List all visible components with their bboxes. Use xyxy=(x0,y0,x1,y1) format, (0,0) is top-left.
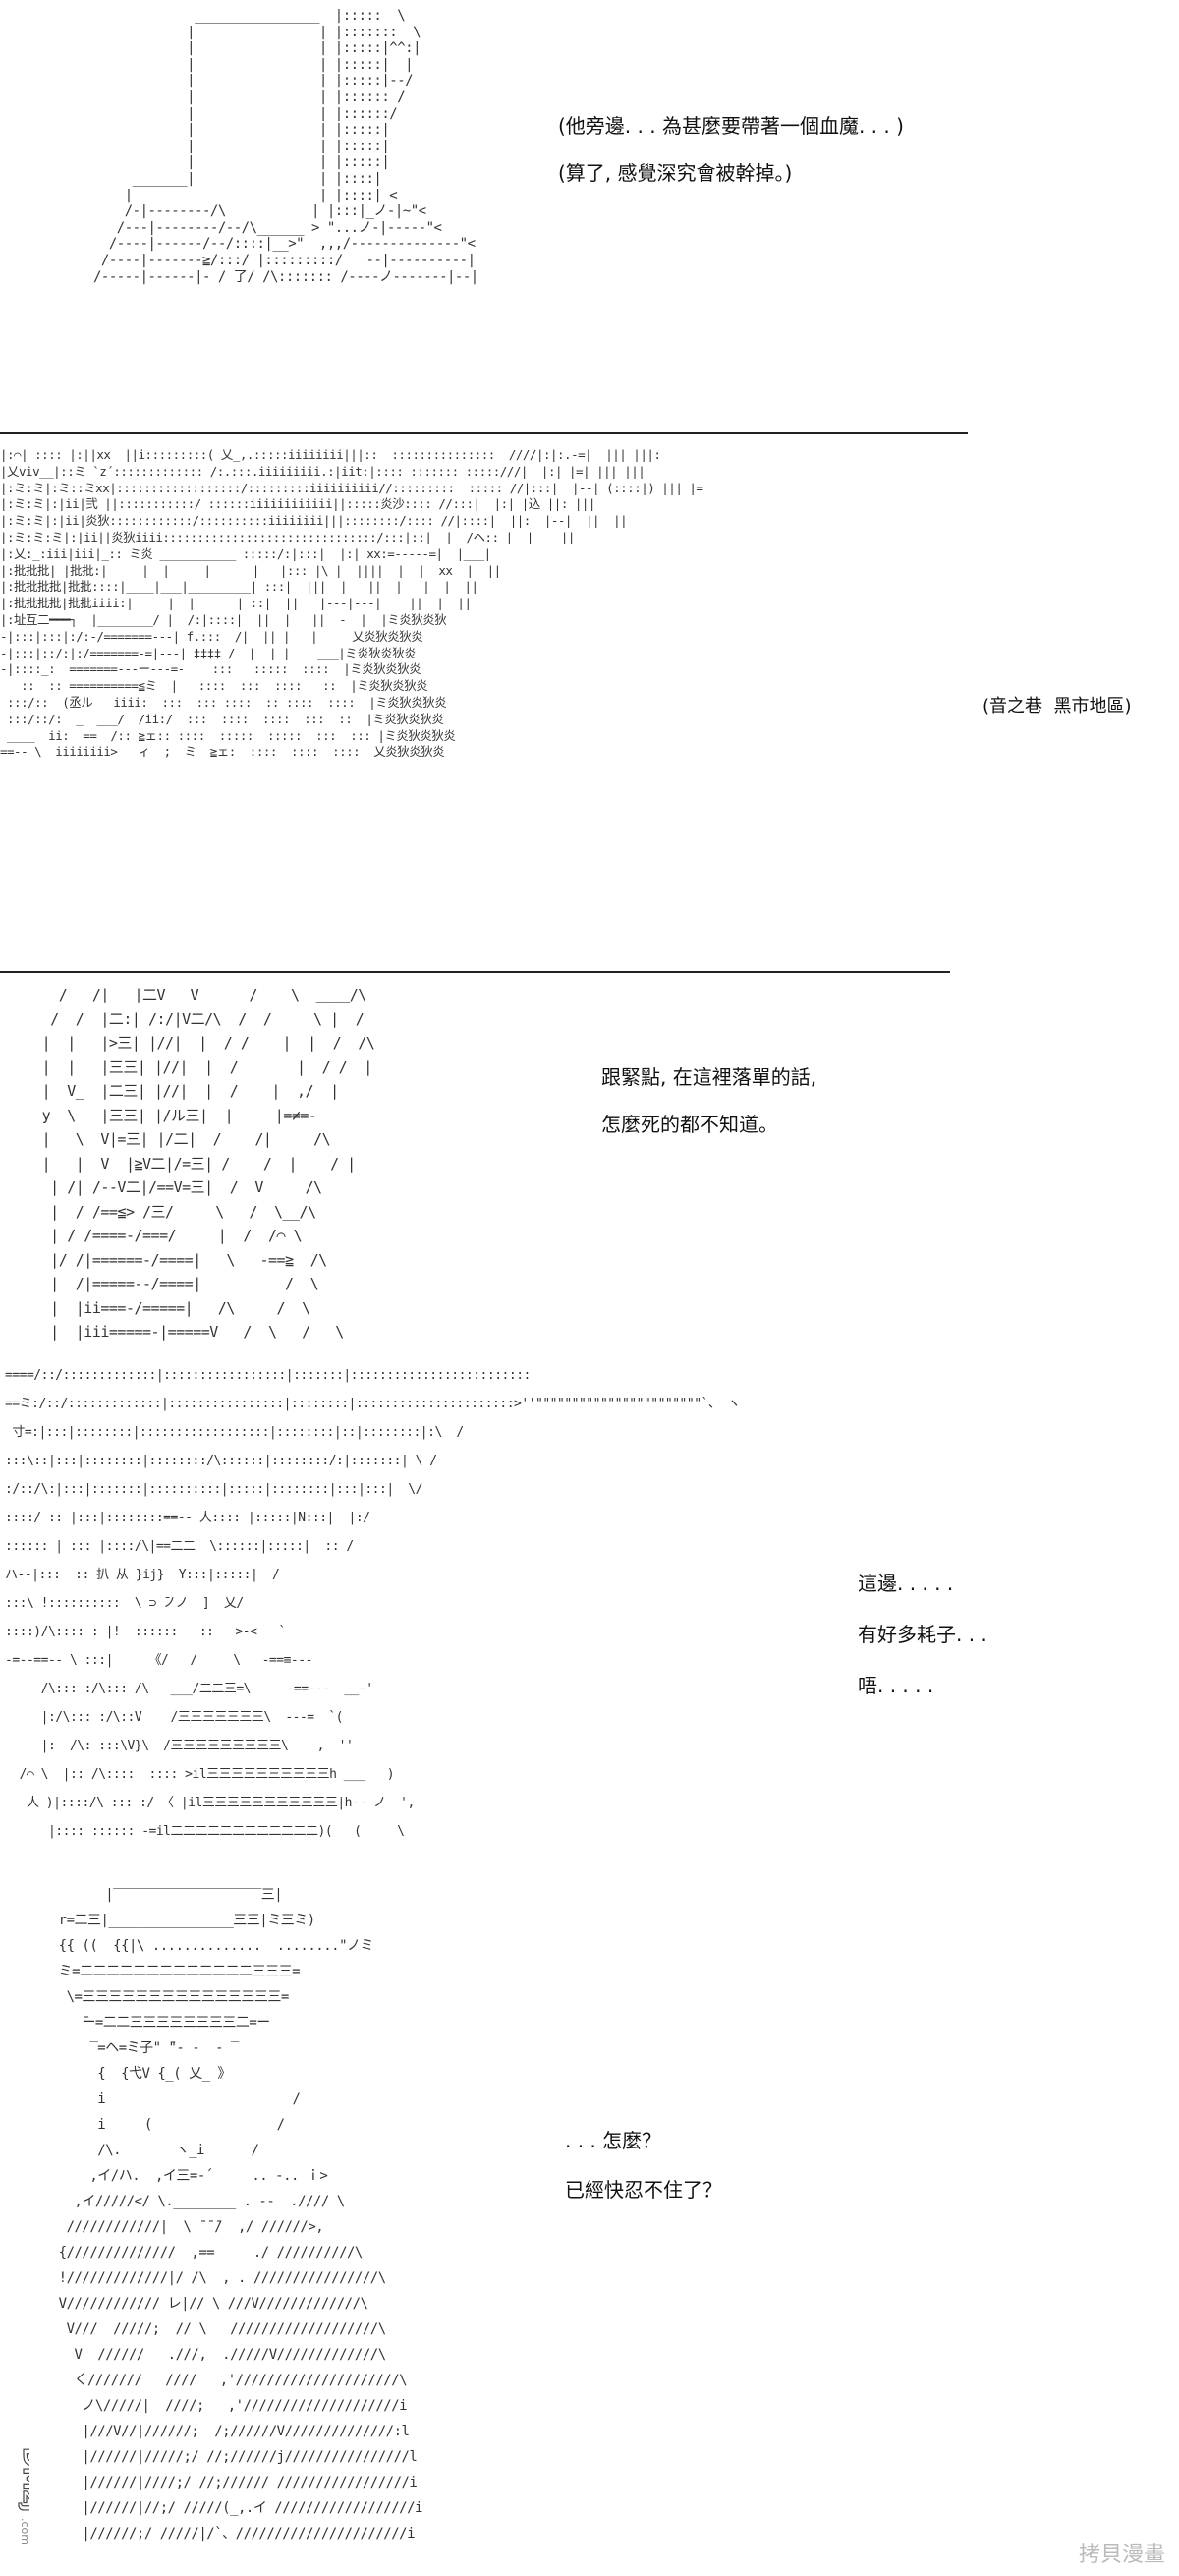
ascii-art-panel-4-hand: ====/::/:::::::::::::|:::::::::::::::::|… xyxy=(5,1368,741,1839)
dialogue-line-5: 唔. . . . . xyxy=(858,1674,934,1697)
dialogue-line-7: 已經快忍不住了？ xyxy=(565,2178,722,2202)
dialogue-line-2: 怎麼死的都不知道。 xyxy=(601,1113,778,1136)
thought-line-2: (算了, 感覺深究會被幹掉。) xyxy=(558,161,793,185)
ascii-art-panel-1: ________________ |::::: \ | | |::::::: \… xyxy=(93,8,478,285)
dialogue-line-4: 有好多耗子. . . xyxy=(858,1623,987,1646)
dialogue-line-3: 這邊. . . . . xyxy=(858,1572,954,1595)
location-caption: (音之巷 黑市地區) xyxy=(982,696,1132,716)
ascii-art-panel-3-figures: / /| |二V V / \ ____/\ / / |二:| /:/|V二/\ … xyxy=(41,986,375,1341)
svg-text:.com: .com xyxy=(19,2518,29,2545)
dialogue-line-6: . . . 怎麼？ xyxy=(565,2129,662,2152)
panel-divider xyxy=(0,971,950,973)
ascii-art-panel-2-city: |:⌒| :::: |:||xx ||i:::::::::( 乂_,.:::::… xyxy=(0,447,703,760)
ascii-art-panel-5-hat-figure: |‾‾‾‾‾‾‾‾‾‾‾‾‾‾‾‾‾‾‾三| r=二三|____________… xyxy=(58,1887,423,2542)
dialogue-line-1: 跟緊點, 在這裡落單的話, xyxy=(601,1065,817,1089)
thought-line-1: (他旁邊. . . 為甚麼要帶著一個血魔. . . ) xyxy=(558,114,904,138)
dmzj-logo: DMzj .com xyxy=(17,2447,29,2545)
panel-divider xyxy=(0,432,968,434)
svg-text:DMzj: DMzj xyxy=(18,2447,29,2512)
watermark: 拷貝漫畫 xyxy=(1078,2543,1165,2567)
